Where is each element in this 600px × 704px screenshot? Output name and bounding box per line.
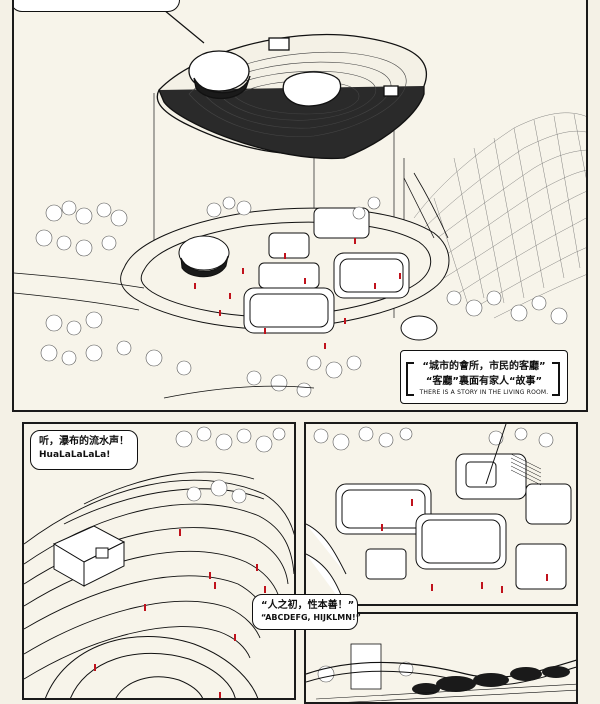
bubble-line-1: 听，瀑布的流水声！ [39,436,129,447]
middle-left-panel: 听，瀑布的流水声！ HuaLaLaLaLa! [22,422,296,700]
caption-line-3: THERE IS A STORY IN THE LIVING ROOM. [419,389,549,396]
small-house [52,525,126,587]
roof-platform [156,33,428,160]
caption-bracket-left [406,362,414,396]
middle-right-panel [304,422,578,606]
person-figure-icon [194,238,401,349]
bubble-line-2: “ABCDEFG, HIJKLMN!” [261,612,361,622]
middle-left-illustration [24,426,294,698]
tree-icon [175,426,286,504]
middle-right-illustration [306,424,572,604]
tree-icon [313,426,554,451]
speech-bubble-learning: “人之初，性本善！” “ABCDEFG, HIJKLMN!” [252,594,361,630]
tree-icon [35,196,568,398]
caption-bracket-right [552,362,560,396]
top-panel: “城市的會所，市民的客廳” “客廳”裏面有家人“故事” THERE IS A S… [12,0,588,412]
bottom-right-illustration [306,643,576,702]
ground-buildings [178,207,438,341]
person-figure-icon [381,499,548,593]
speech-bubble-top [14,0,180,12]
roads [14,172,449,399]
caption-line-1: “城市的會所，市民的客廳” [422,361,546,372]
speech-bubble-waterfall: 听，瀑布的流水声！ HuaLaLaLaLa! [30,430,138,470]
vegetation [412,666,570,695]
stair-hatching [510,453,542,486]
mesh-terrain-icon [413,112,586,319]
buildings [306,453,572,604]
bubble-line-2: HuaLaLaLaLa! [39,449,111,460]
top-panel-illustration [14,9,586,399]
bubble-line-1: “人之初，性本善！” [261,600,355,611]
caption-box: “城市的會所，市民的客廳” “客廳”裏面有家人“故事” THERE IS A S… [400,350,568,404]
caption-line-2: “客廳”裏面有家人“故事” [425,376,543,387]
bottom-right-panel [304,612,578,704]
person-figure-icon [94,529,266,698]
